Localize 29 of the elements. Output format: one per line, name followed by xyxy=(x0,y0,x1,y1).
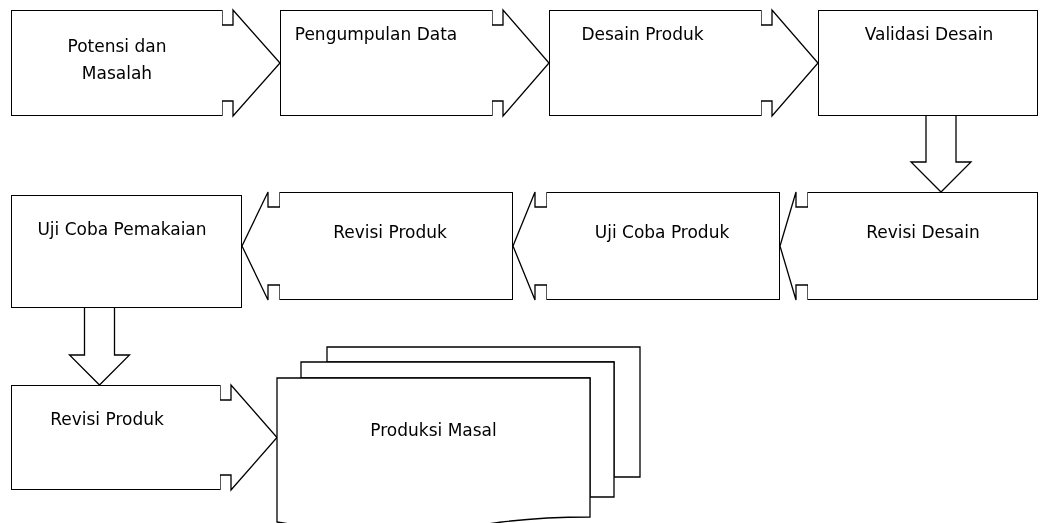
process-box xyxy=(280,192,513,300)
process-box xyxy=(11,10,222,116)
node-label: Revisi Desain xyxy=(865,221,981,244)
block-arrow xyxy=(512,191,548,301)
process-box xyxy=(11,385,220,490)
process-box xyxy=(818,10,1038,116)
block-arrow xyxy=(67,307,132,386)
node-label: Potensi dan Masalah xyxy=(66,35,168,86)
process-box xyxy=(280,10,492,116)
block-arrow xyxy=(491,8,550,118)
process-box xyxy=(808,192,1038,300)
block-arrow xyxy=(241,191,281,301)
node-label: Produksi Masal xyxy=(369,419,498,442)
process-box xyxy=(11,195,242,308)
process-box xyxy=(547,192,780,300)
block-arrow xyxy=(909,115,973,193)
node-label: Revisi Produk xyxy=(49,408,165,431)
node-label: Desain Produk xyxy=(580,23,705,46)
node-label: Pengumpulan Data xyxy=(293,23,459,46)
block-arrow xyxy=(760,8,819,118)
block-arrow xyxy=(219,383,278,492)
multi-document-shape xyxy=(277,347,642,523)
node-label: Uji Coba Produk xyxy=(593,221,731,244)
process-box xyxy=(549,10,761,116)
node-label: Validasi Desain xyxy=(863,23,995,46)
node-label: Revisi Produk xyxy=(332,221,448,244)
block-arrow xyxy=(221,8,281,118)
node-label: Uji Coba Pemakaian xyxy=(36,218,208,241)
block-arrow xyxy=(779,191,809,301)
